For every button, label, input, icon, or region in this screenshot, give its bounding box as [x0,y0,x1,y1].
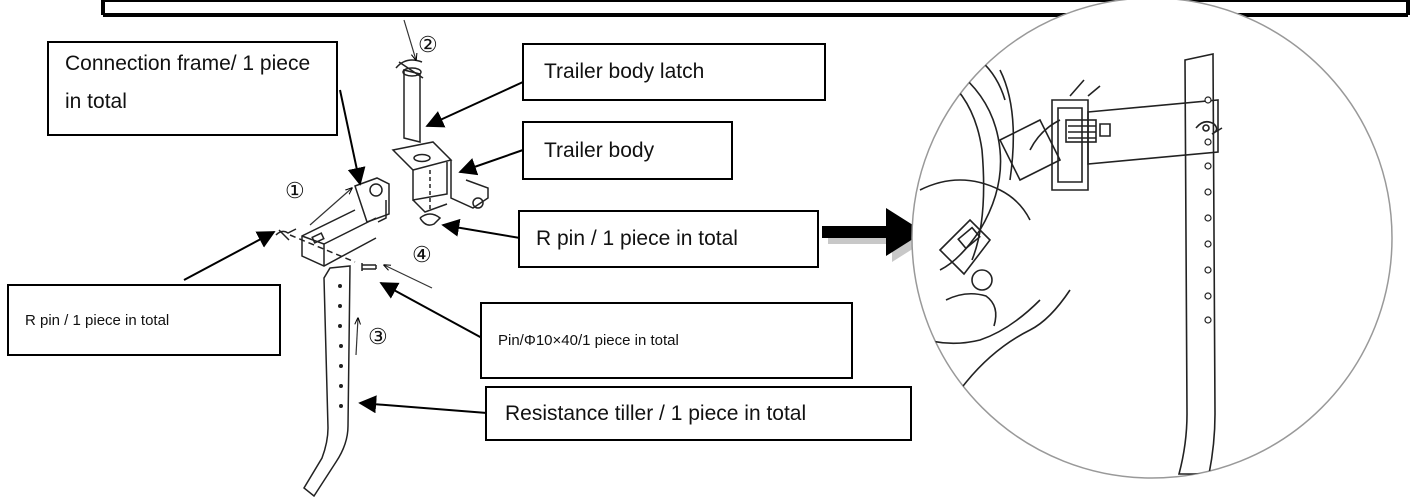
label-r-pin-right: R pin / 1 piece in total [518,210,819,268]
label-trailer-body: Trailer body [522,121,733,180]
leader-lines [183,81,524,414]
leader-r-pin-right [441,218,521,239]
latch-pin-part [395,59,424,143]
small-pin-parts [275,213,442,271]
exploded-parts-drawing [275,19,489,497]
label-resistance-tiller: Resistance tiller / 1 piece in total [485,386,912,441]
connection-frame-part [301,177,390,267]
label-r-pin-left-text: R pin / 1 piece in total [25,311,170,329]
label-trailer-body-text: Trailer body [544,138,655,162]
label-r-pin-left: R pin / 1 piece in total [7,284,281,356]
leader-trailer-body-latch [425,81,524,128]
leader-pin [379,282,483,339]
motion-arrows [309,19,433,356]
step-number-4: ④ [412,243,432,268]
step-number-1: ① [285,179,305,204]
leader-connection-frame [339,89,366,186]
label-pin: Pin/Φ10×40/1 piece in total [480,302,853,379]
step-number-2: ② [418,33,438,58]
assembled-detail-view [911,0,1393,479]
label-trailer-body-latch: Trailer body latch [522,43,826,101]
tiller-part [303,265,351,497]
label-resistance-tiller-text: Resistance tiller / 1 piece in total [505,401,807,425]
trailer-body-part [391,141,489,213]
label-connection-frame-text: Connection frame/ 1 piece in total [65,52,311,113]
leader-trailer-body [458,149,524,176]
leader-r-pin-left [183,231,276,281]
label-trailer-body-latch-text: Trailer body latch [544,60,705,83]
step-numbers: ① ② ③ ④ [285,33,438,350]
step-number-3: ③ [368,325,388,350]
right-arrow-icon [822,208,930,262]
label-pin-text: Pin/Φ10×40/1 piece in total [498,332,679,349]
leader-resistance-tiller [358,395,488,414]
label-connection-frame: Connection frame/ 1 piece in total [47,41,338,136]
label-r-pin-right-text: R pin / 1 piece in total [536,227,738,250]
